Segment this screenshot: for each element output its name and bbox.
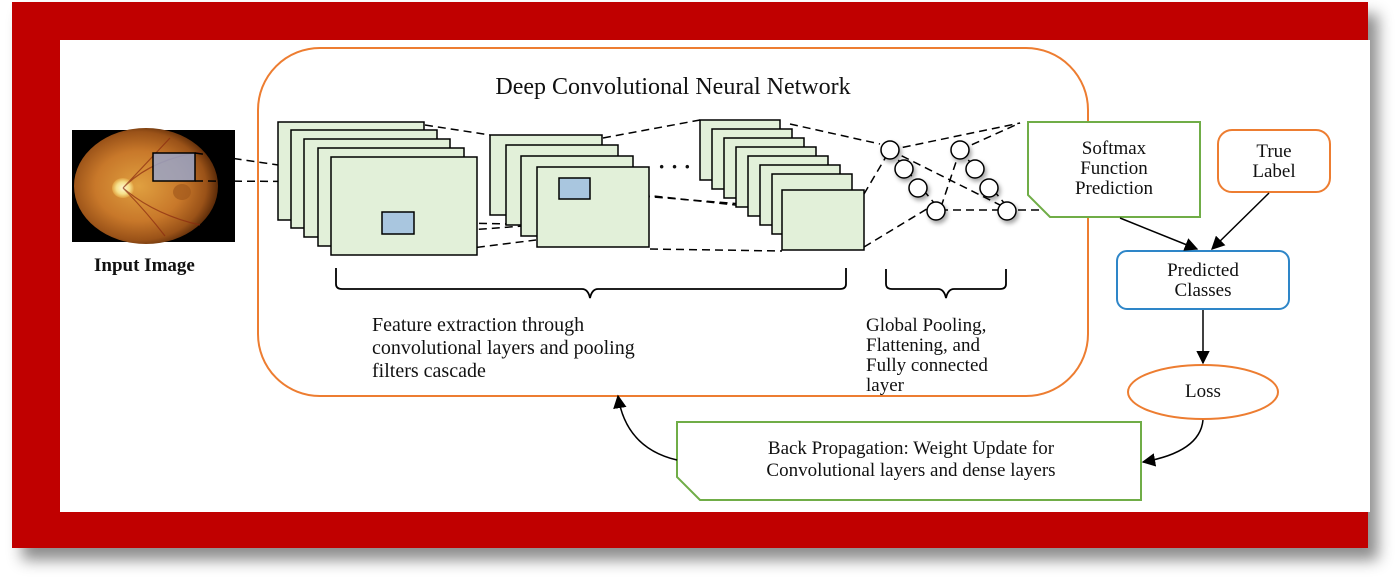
feature-patch — [381, 211, 415, 235]
feature-map-stack-1 — [277, 121, 478, 256]
feature-brace — [335, 268, 847, 299]
softmax-box — [1027, 121, 1201, 218]
input-patch — [152, 152, 196, 182]
backprop-box — [676, 421, 1142, 501]
feature-patch — [558, 177, 591, 200]
dots-ellipsis: · · · — [658, 154, 692, 179]
loss-ellipse — [1127, 364, 1279, 420]
true-label-box — [1217, 129, 1331, 193]
network-boundary — [257, 47, 1089, 397]
input-image-label: Input Image — [94, 255, 195, 276]
predicted-classes-box — [1116, 250, 1290, 310]
diagram-canvas: Deep Convolutional Neural Network Input … — [60, 40, 1370, 512]
pooling-brace — [885, 269, 1007, 299]
loss-label: Loss — [1185, 381, 1221, 402]
backprop-label: Back Propagation: Weight Update for Conv… — [766, 438, 1056, 481]
cnn-diagram — [72, 47, 1331, 501]
feature-extraction-caption: Feature extraction through convolutional… — [372, 314, 635, 382]
softmax-label: Softmax Function Prediction — [1074, 138, 1154, 199]
diagram-title: Deep Convolutional Neural Network — [495, 74, 851, 100]
true-label-text: True Label — [1252, 141, 1296, 182]
flow-arrows — [613, 192, 1270, 467]
pooling-caption: Global Pooling, Flattening, and Fully co… — [866, 315, 988, 396]
fc-neurons — [880, 140, 1017, 221]
feature-map-stack-3 — [699, 119, 865, 251]
predicted-classes-label: Predicted Classes — [1167, 260, 1239, 301]
feature-map-stack-2 — [489, 134, 650, 248]
red-frame: Deep Convolutional Neural Network Input … — [12, 2, 1370, 548]
input-image — [72, 128, 235, 244]
